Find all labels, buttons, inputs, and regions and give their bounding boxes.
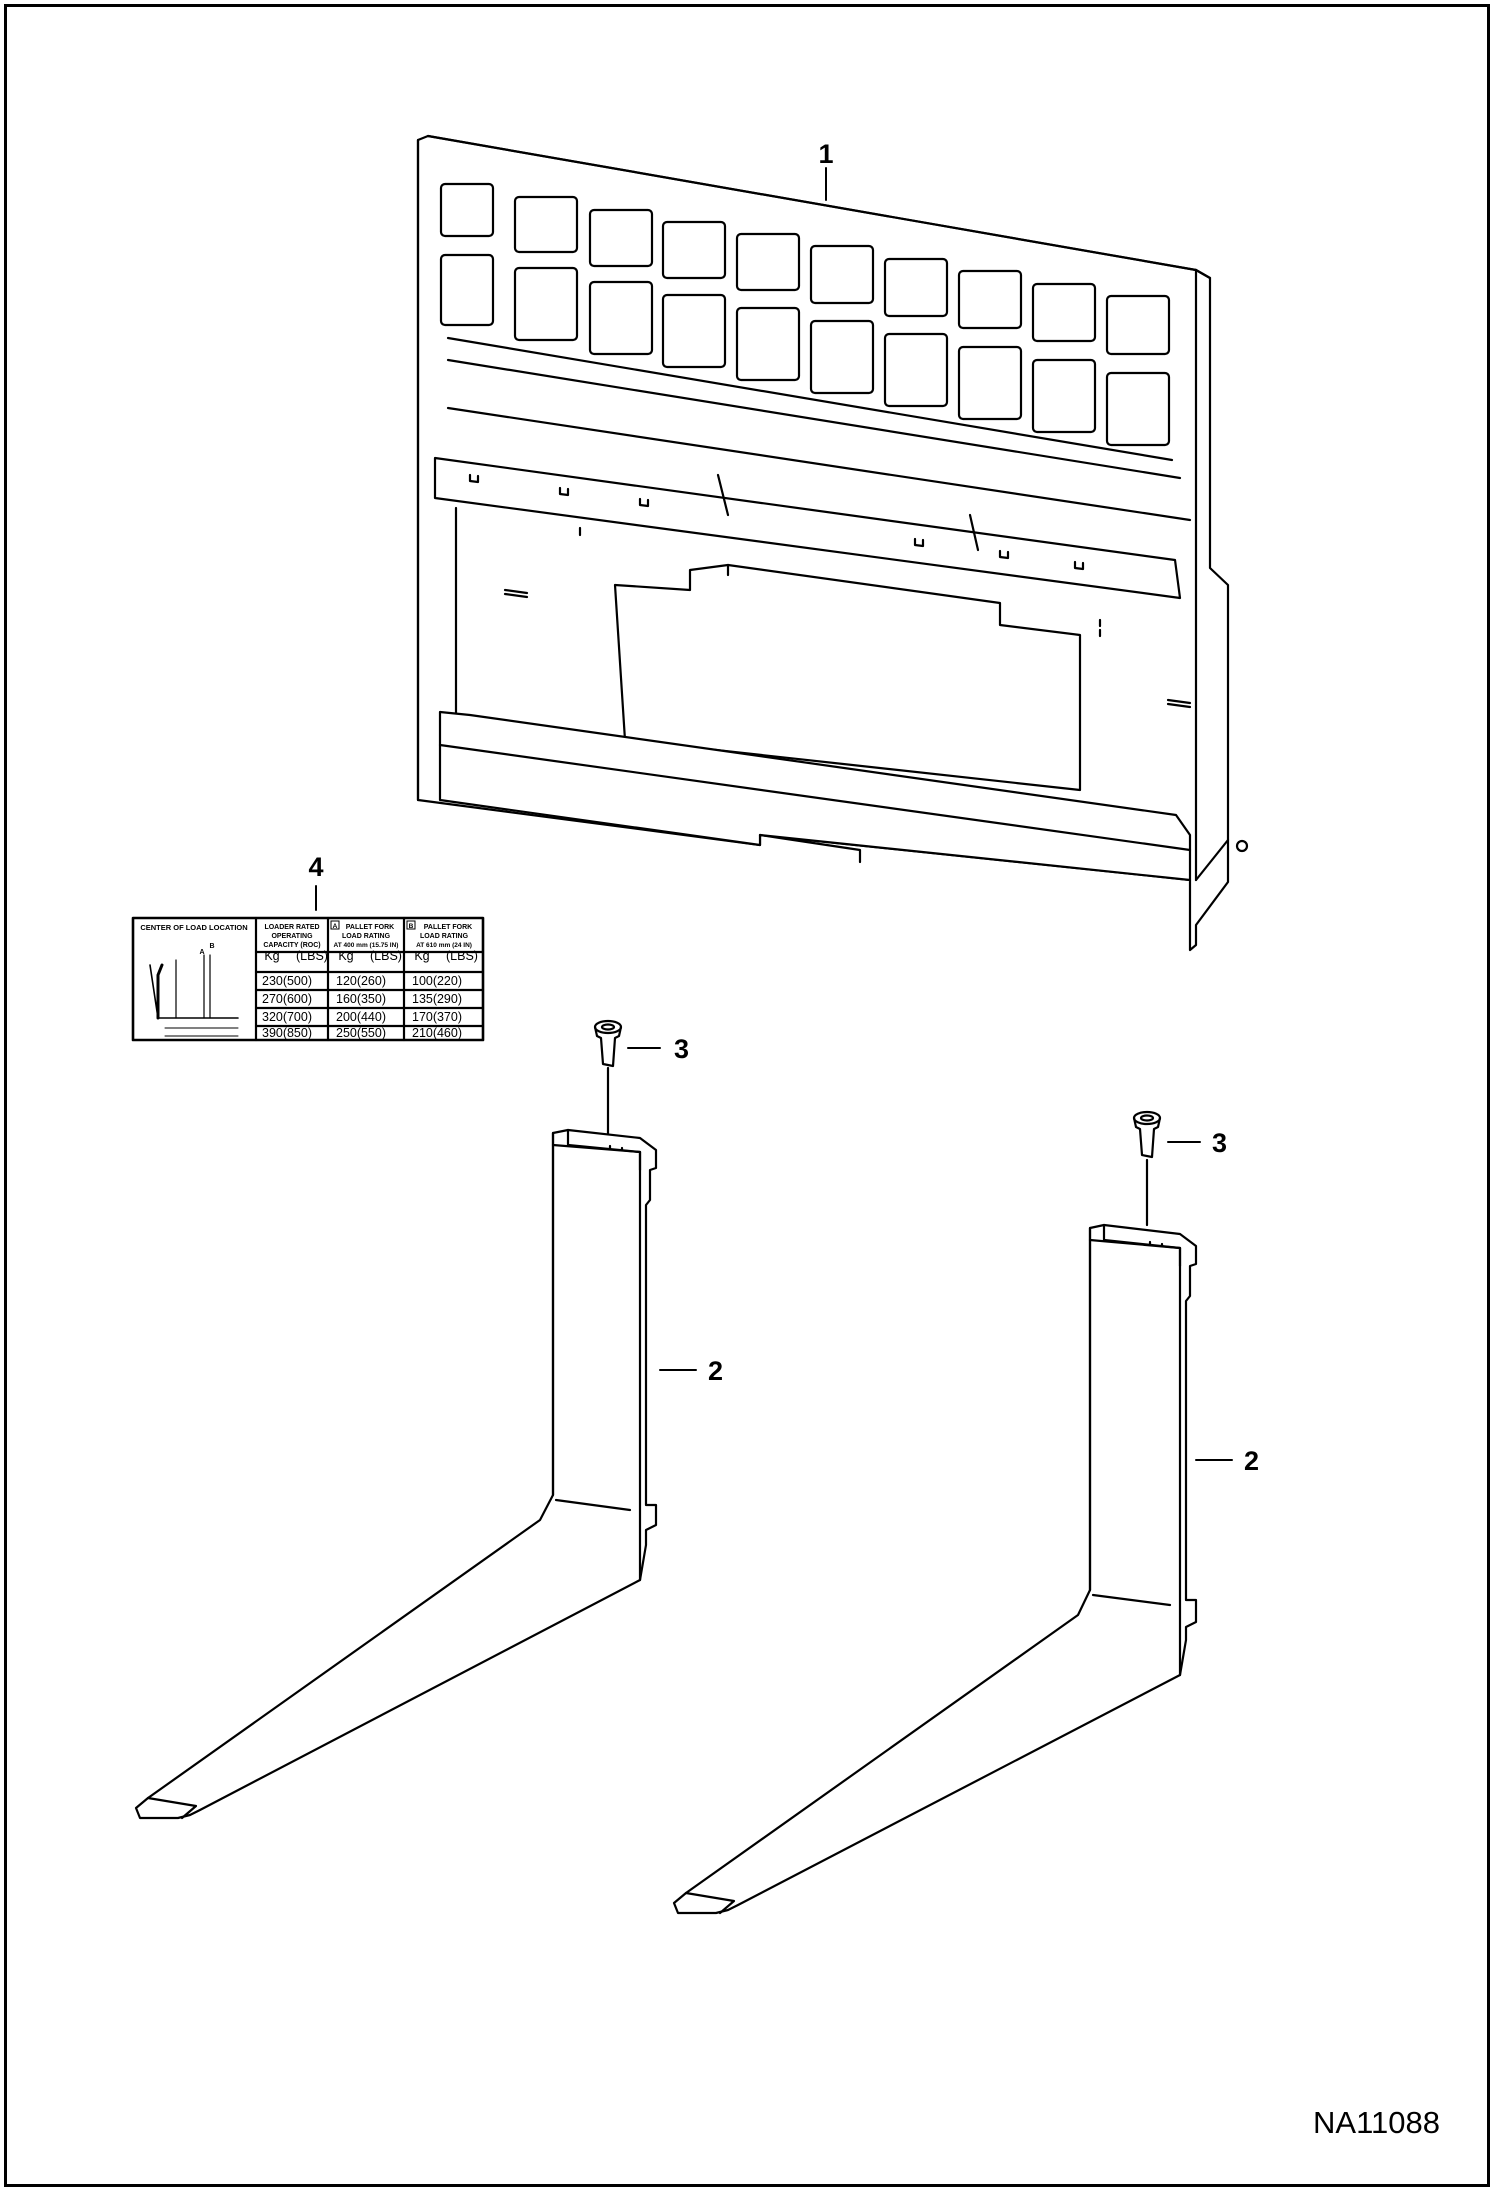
decal-unit-lbs-1: (LBS)	[296, 949, 328, 963]
decal-col3-tag: A	[333, 923, 338, 930]
fork-left	[134, 1128, 658, 1820]
decal-mark-b: B	[209, 943, 214, 950]
decal-col4-header-l2: LOAD RATING	[420, 933, 469, 940]
decal-col3-header-l3: AT 400 mm (15.75 IN)	[334, 942, 399, 949]
decal-cell-r3-c2: (700)	[283, 1010, 312, 1024]
decal-cell-r3-c1: 320	[262, 1010, 283, 1024]
decal-col3-header-l1: PALLET FORK	[346, 924, 394, 931]
decal-cell-r2-c4: (350)	[357, 992, 386, 1006]
decal-cell-r3-c4: (440)	[357, 1010, 386, 1024]
decal-mark-a: A	[199, 949, 204, 956]
decal-cell-r1-c4: (260)	[357, 974, 386, 988]
decal-col2-header-l3: CAPACITY (ROC)	[263, 942, 320, 949]
decal-unit-lbs-2: (LBS)	[370, 949, 402, 963]
decal-unit-kg-3: Kg	[414, 949, 429, 963]
decal-cell-r3-c3: 200	[336, 1010, 357, 1024]
decal-col3-header-l2: LOAD RATING	[342, 933, 391, 940]
decal-cell-r2-c3: 160	[336, 992, 357, 1006]
fork-pin-right	[1132, 1110, 1162, 1227]
decal-cell-r2-c6: (290)	[433, 992, 462, 1006]
decal-unit-kg-1: Kg	[264, 949, 279, 963]
decal-cell-r1-c5: 100	[412, 974, 433, 988]
decal-col4-header-l1: PALLET FORK	[424, 924, 472, 931]
capacity-decal	[131, 916, 485, 1042]
decal-cell-r3-c5: 170	[412, 1010, 433, 1024]
decal-cell-r4-c3: 250	[336, 1026, 357, 1040]
decal-cell-r4-c4: (550)	[357, 1026, 386, 1040]
callout-1: 1	[818, 139, 833, 169]
decal-cell-r1-c2: (500)	[283, 974, 312, 988]
decal-unit-lbs-3: (LBS)	[446, 949, 478, 963]
decal-cell-r1-c3: 120	[336, 974, 357, 988]
decal-cell-r2-c2: (600)	[283, 992, 312, 1006]
decal-cell-r1-c6: (220)	[433, 974, 462, 988]
decal-cell-r4-c5: 210	[412, 1026, 433, 1040]
decal-cell-r2-c1: 270	[262, 992, 283, 1006]
decal-col4-header-l3: AT 610 mm (24 IN)	[416, 942, 472, 949]
fork-pin-left	[593, 1019, 623, 1140]
decal-text: CENTER OF LOAD LOCATION LOADER RATED OPE…	[140, 920, 478, 1040]
fork-frame	[416, 134, 1249, 952]
page-border	[4, 4, 1490, 2187]
fork-right	[672, 1223, 1198, 1915]
figure-id: NA11088	[1313, 2105, 1440, 2140]
decal-unit-kg-2: Kg	[338, 949, 353, 963]
leader-lines	[315, 167, 1233, 1461]
decal-cell-r1-c1: 230	[262, 974, 283, 988]
callout-3-right: 3	[1212, 1128, 1227, 1158]
callout-4: 4	[308, 852, 323, 882]
decal-cell-r2-c5: 135	[412, 992, 433, 1006]
decal-col4-tag: B	[409, 923, 414, 930]
decal-cell-r4-c1: 390	[262, 1026, 283, 1040]
decal-col2-header-l2: OPERATING	[271, 933, 313, 940]
decal-col1-header: CENTER OF LOAD LOCATION	[140, 923, 247, 932]
callout-2-left: 2	[708, 1356, 723, 1386]
callout-3-left: 3	[674, 1034, 689, 1064]
decal-col2-header-l1: LOADER RATED	[264, 924, 319, 931]
decal-cell-r4-c6: (460)	[433, 1026, 462, 1040]
decal-cell-r3-c6: (370)	[433, 1010, 462, 1024]
decal-cell-r4-c2: (850)	[283, 1026, 312, 1040]
callout-2-right: 2	[1244, 1446, 1259, 1476]
